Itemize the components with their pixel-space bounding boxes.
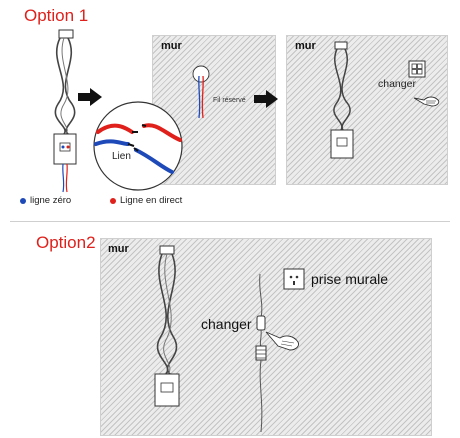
legend-live: Ligne en direct bbox=[110, 195, 182, 206]
lamp-illustration-3 bbox=[154, 245, 180, 407]
arrow-right-icon-2 bbox=[254, 90, 278, 108]
wall-label-1: mur bbox=[161, 40, 182, 52]
neutral-label: ligne zéro bbox=[30, 195, 72, 206]
switch-label-2: changer bbox=[201, 316, 252, 332]
option2-title: Option2 bbox=[36, 233, 96, 252]
wall-panel-2 bbox=[286, 35, 448, 185]
connection-label: Lien bbox=[112, 151, 131, 162]
option1-title: Option 1 bbox=[24, 6, 89, 25]
legend-neutral: ligne zéro bbox=[20, 195, 71, 206]
power-cord bbox=[255, 273, 267, 433]
neutral-dot-icon bbox=[20, 197, 26, 204]
live-label: Ligne en direct bbox=[120, 195, 183, 206]
switch-label-1: changer bbox=[378, 78, 416, 90]
lamp-illustration-2 bbox=[330, 41, 354, 159]
wall-wire-outlet bbox=[192, 65, 210, 119]
reserved-wire-label: Fil réservé bbox=[213, 97, 246, 104]
hand-pointer-icon-2 bbox=[265, 331, 299, 351]
live-dot-icon bbox=[110, 197, 116, 204]
arrow-right-icon bbox=[78, 88, 102, 106]
hand-pointer-icon bbox=[413, 96, 440, 107]
lamp-illustration-1 bbox=[53, 29, 77, 193]
wire-connection-zoom bbox=[93, 101, 183, 191]
wall-outlet-icon bbox=[283, 268, 305, 290]
wall-label-3: mur bbox=[108, 243, 129, 255]
wall-label-2: mur bbox=[295, 40, 316, 52]
wall-switch-icon bbox=[408, 60, 426, 78]
outlet-label: prise murale bbox=[311, 271, 389, 287]
section-divider bbox=[10, 221, 450, 222]
